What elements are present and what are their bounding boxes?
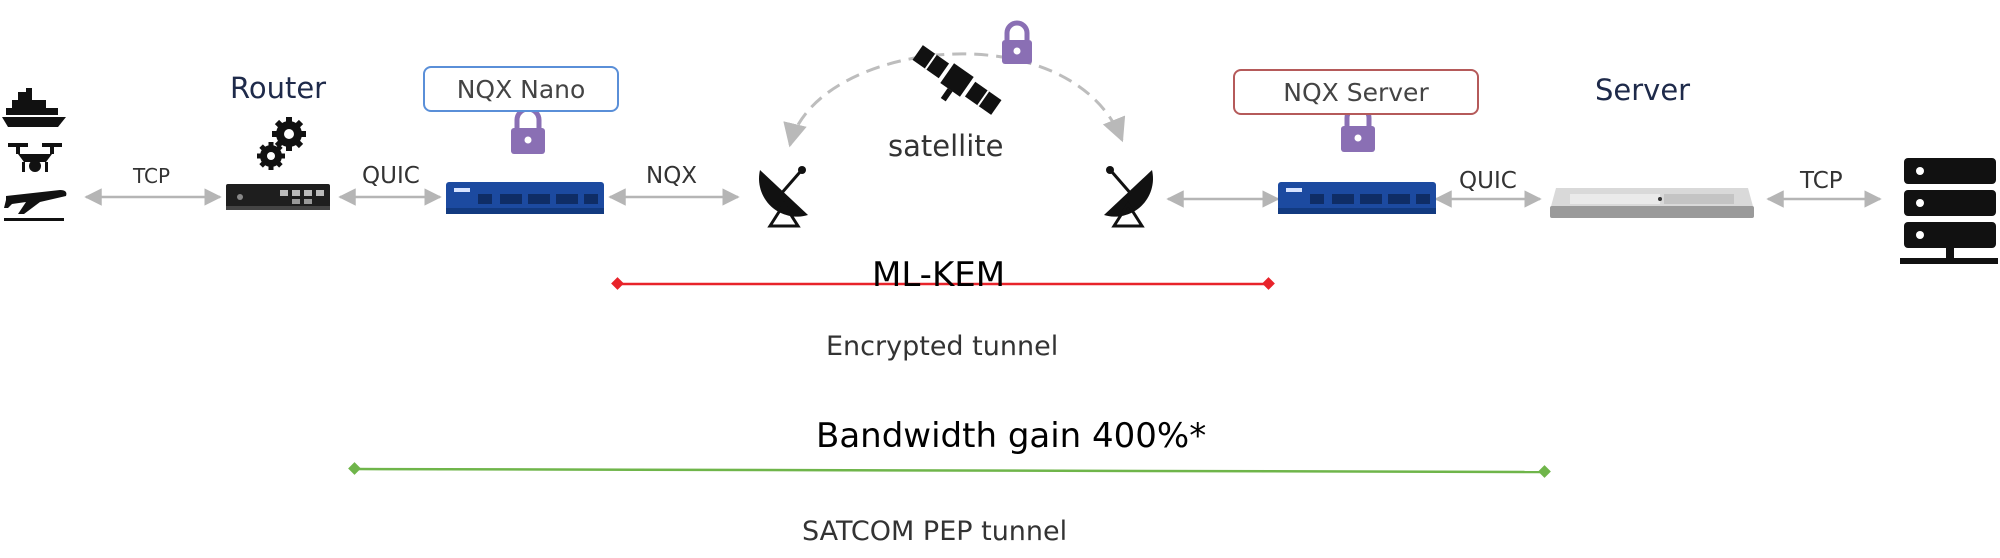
rack-server (1550, 188, 1754, 218)
satellite-dish-icon (1104, 166, 1153, 228)
nqx-label: NQX (646, 163, 698, 189)
nqx-server-appliance (1278, 182, 1436, 214)
satellite-icon (912, 45, 1002, 115)
satcom-tunnel-line (348, 462, 1551, 478)
nqx-nano-label-box: NQX Nano (423, 66, 619, 112)
drone-icon (8, 143, 62, 172)
quic-left-label: QUIC (362, 163, 420, 189)
ship-icon (2, 88, 66, 127)
gears-icon (257, 117, 306, 170)
bandwidth-gain-label: Bandwidth gain 400%* (816, 416, 1207, 456)
router-label: Router (230, 71, 327, 105)
mlkem-subtitle: Encrypted tunnel (826, 331, 1059, 362)
satellite-dish-icon (759, 166, 808, 228)
lock-icon (511, 106, 545, 154)
nqx-nano-label: NQX Nano (456, 74, 586, 104)
satellite-label: satellite (888, 129, 1004, 163)
quic-right-label: QUIC (1459, 168, 1517, 194)
nqx-server-label-box: NQX Server (1233, 69, 1479, 115)
satcom-tunnel-label: SATCOM PEP tunnel (802, 516, 1068, 547)
nqx-server-label: NQX Server (1283, 77, 1429, 107)
tcp-right-label: TCP (1800, 168, 1843, 194)
lock-icon (1002, 20, 1032, 64)
nqx-nano-appliance (446, 182, 604, 214)
server-label: Server (1595, 73, 1691, 107)
airplane-icon (4, 190, 67, 221)
tcp-left-label: TCP (133, 164, 171, 188)
mlkem-title: ML-KEM (872, 255, 1006, 295)
satellite-uplink-arc (783, 52, 1126, 148)
router-device (226, 184, 330, 210)
server-rack-icon (1900, 158, 1998, 264)
